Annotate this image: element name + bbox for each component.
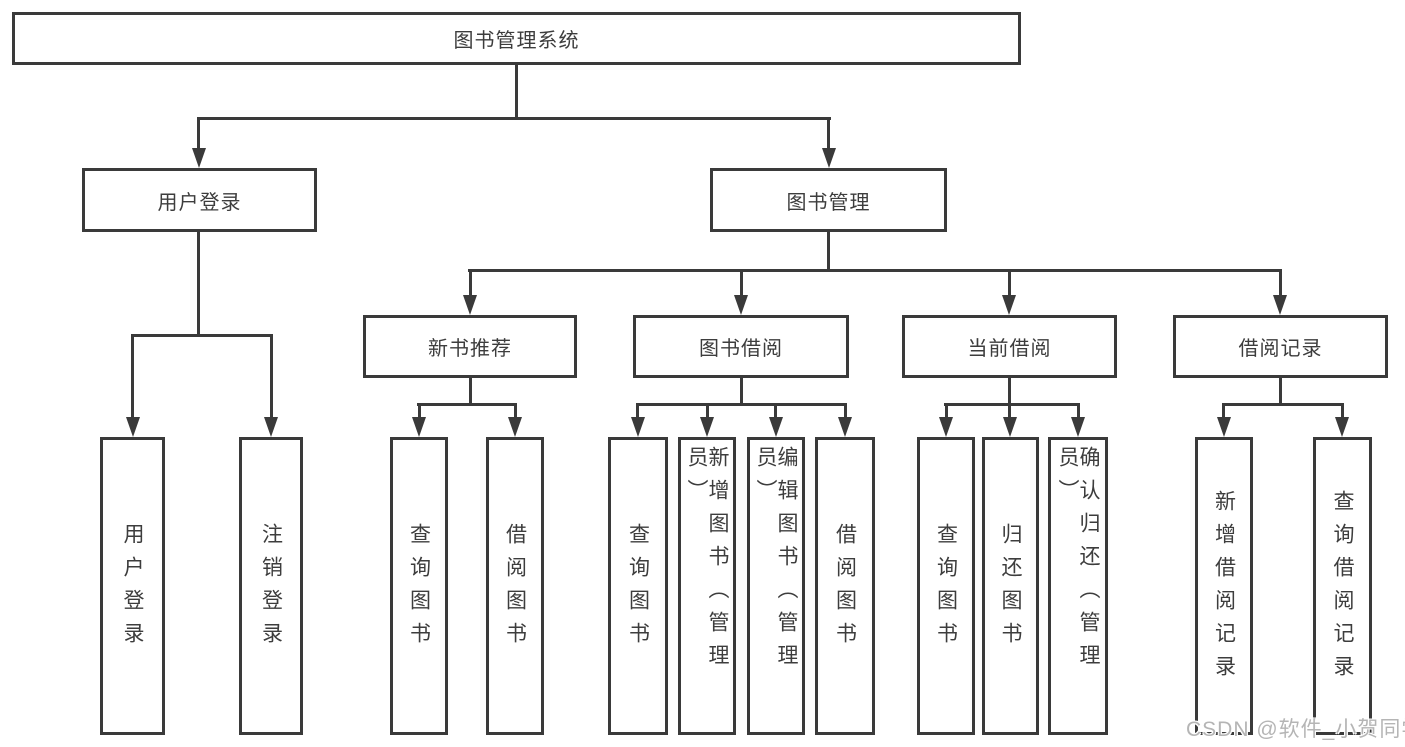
node-library-management-system: 图书管理系统 bbox=[12, 12, 1021, 65]
leaf-label: 归还图书 bbox=[999, 523, 1022, 655]
connector-line bbox=[197, 117, 200, 150]
node-book-management: 图书管理 bbox=[710, 168, 947, 232]
leaf-label: 用户登录 bbox=[121, 523, 144, 655]
leaf-query-books-current: 查询图书 bbox=[917, 437, 975, 735]
node-label: 新书推荐 bbox=[428, 338, 512, 360]
connector-line bbox=[1008, 376, 1011, 406]
leaf-query-borrow-record: 查询借阅记录 bbox=[1313, 437, 1372, 735]
connector-line bbox=[1077, 403, 1080, 419]
arrow-down-icon bbox=[264, 417, 278, 437]
connector-line bbox=[131, 334, 272, 337]
connector-line bbox=[1279, 376, 1282, 406]
node-user-login-branch: 用户登录 bbox=[82, 168, 317, 232]
leaf-return-books: 归还图书 bbox=[982, 437, 1039, 735]
node-label: 用户登录 bbox=[157, 191, 242, 214]
leaf-label: 查询图书 bbox=[626, 523, 650, 655]
arrow-down-icon bbox=[822, 148, 836, 168]
leaf-label: 注销登录 bbox=[259, 523, 283, 655]
connector-line bbox=[468, 269, 1281, 272]
node-borrowing-records: 借阅记录 bbox=[1173, 315, 1388, 378]
arrow-down-icon bbox=[463, 295, 477, 315]
node-current-borrowing: 当前借阅 bbox=[902, 315, 1117, 378]
leaf-query-books-borrowing: 查询图书 bbox=[608, 437, 668, 735]
watermark: CSDN @软件_小贺同学 bbox=[1186, 718, 1405, 741]
connector-line bbox=[1222, 403, 1344, 406]
connector-line bbox=[469, 269, 472, 295]
connector-line bbox=[197, 117, 831, 120]
leaf-label: 确认归还（管理员） bbox=[1056, 446, 1100, 677]
arrow-down-icon bbox=[838, 417, 852, 437]
connector-line bbox=[1222, 403, 1225, 419]
arrow-down-icon bbox=[1003, 417, 1017, 437]
node-label: 当前借阅 bbox=[967, 338, 1052, 360]
connector-line bbox=[197, 229, 200, 337]
leaf-add-book-admin: 新增图书（管理员） bbox=[678, 437, 736, 735]
leaf-edit-book-admin: 编辑图书（管理员） bbox=[747, 437, 805, 735]
leaf-label: 借阅图书 bbox=[503, 523, 527, 655]
connector-line bbox=[706, 403, 709, 419]
leaf-label: 借阅图书 bbox=[833, 523, 857, 655]
node-book-borrowing: 图书借阅 bbox=[633, 315, 849, 378]
arrow-down-icon bbox=[1273, 295, 1287, 315]
arrow-down-icon bbox=[939, 417, 953, 437]
connector-line bbox=[417, 403, 517, 406]
connector-line bbox=[774, 403, 777, 419]
connector-line bbox=[827, 117, 830, 150]
leaf-label: 查询图书 bbox=[934, 523, 958, 655]
connector-line bbox=[1008, 269, 1011, 295]
connector-line bbox=[131, 334, 134, 418]
arrow-down-icon bbox=[126, 417, 140, 437]
connector-line bbox=[1008, 403, 1011, 419]
arrow-down-icon bbox=[631, 417, 645, 437]
arrow-down-icon bbox=[1217, 417, 1231, 437]
leaf-user-login: 用户登录 bbox=[100, 437, 165, 735]
leaf-label: 编辑图书（管理员） bbox=[754, 446, 798, 677]
connector-line bbox=[636, 403, 846, 406]
leaf-label: 查询图书 bbox=[407, 523, 431, 655]
leaf-label: 新增图书（管理员） bbox=[685, 446, 729, 677]
arrow-down-icon bbox=[1335, 417, 1349, 437]
node-label: 图书管理系统 bbox=[453, 30, 580, 52]
connector-line bbox=[740, 376, 743, 406]
leaf-borrow-books-recommend: 借阅图书 bbox=[486, 437, 544, 735]
arrow-down-icon bbox=[192, 148, 206, 168]
leaf-label: 查询借阅记录 bbox=[1331, 490, 1354, 688]
node-label: 借阅记录 bbox=[1238, 338, 1323, 360]
arrow-down-icon bbox=[734, 295, 748, 315]
leaf-query-books-recommend: 查询图书 bbox=[390, 437, 448, 735]
connector-line bbox=[418, 403, 421, 419]
leaf-add-borrow-record: 新增借阅记录 bbox=[1195, 437, 1253, 735]
connector-line bbox=[740, 269, 743, 295]
arrow-down-icon bbox=[412, 417, 426, 437]
node-label: 图书管理 bbox=[786, 191, 871, 214]
connector-line bbox=[844, 403, 847, 419]
connector-line bbox=[514, 403, 517, 419]
node-label: 图书借阅 bbox=[699, 338, 783, 360]
arrow-down-icon bbox=[700, 417, 714, 437]
arrow-down-icon bbox=[508, 417, 522, 437]
arrow-down-icon bbox=[1071, 417, 1085, 437]
connector-line bbox=[270, 334, 273, 418]
connector-line bbox=[515, 65, 518, 120]
connector-line bbox=[1341, 403, 1344, 419]
arrow-down-icon bbox=[1002, 295, 1016, 315]
connector-line bbox=[1279, 269, 1282, 295]
arrow-down-icon bbox=[769, 417, 783, 437]
leaf-logout: 注销登录 bbox=[239, 437, 303, 735]
leaf-label: 新增借阅记录 bbox=[1212, 490, 1236, 688]
connector-line bbox=[469, 376, 472, 406]
node-new-book-recommendation: 新书推荐 bbox=[363, 315, 577, 378]
connector-line bbox=[944, 403, 1080, 406]
connector-line bbox=[636, 403, 639, 419]
connector-line bbox=[827, 229, 830, 272]
leaf-confirm-return-admin: 确认归还（管理员） bbox=[1048, 437, 1108, 735]
connector-line bbox=[945, 403, 948, 419]
leaf-borrow-books-borrowing: 借阅图书 bbox=[815, 437, 875, 735]
